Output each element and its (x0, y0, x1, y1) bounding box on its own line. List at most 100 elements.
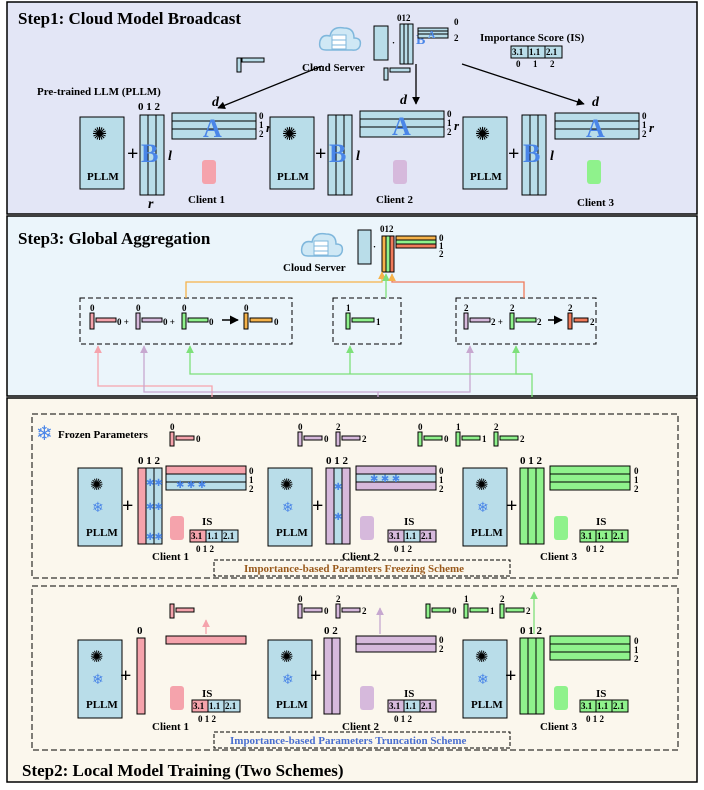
openai-icon: ✺ (475, 477, 488, 494)
freeze-client1-group: ✺ ❄ PLLM + 0 1 2 ✱✱ ✱✱ ✱✱ ✱ ✱ ✱ 012 IS 3… (77, 455, 254, 563)
svg-text:2.1: 2.1 (613, 531, 625, 541)
svg-text:0: 0 (249, 466, 254, 476)
svg-text:+: + (120, 665, 131, 687)
matrix-b (139, 114, 165, 196)
svg-text:2.1: 2.1 (421, 531, 433, 541)
cloud-server-icon (318, 26, 362, 51)
pllm-box (462, 467, 508, 547)
svg-text:2: 2 (520, 434, 525, 444)
svg-text:l: l (550, 149, 554, 164)
svg-text:2: 2 (439, 484, 444, 494)
svg-text:0: 0 (244, 303, 249, 313)
phone-icon (360, 516, 374, 540)
frozen-snippet-client2: 0 0 2 2 (297, 422, 367, 447)
svg-text:0: 0 (137, 625, 143, 637)
step1-client2-group: ✺ PLLM + B l A d 012 r Client 2 (269, 93, 460, 206)
svg-text:B: B (523, 139, 540, 168)
svg-text:2: 2 (550, 59, 555, 69)
svg-text:3.1: 3.1 (581, 701, 593, 711)
svg-text:2: 2 (439, 644, 444, 654)
snowflake-icon: ❄ (282, 501, 294, 516)
svg-text:IS: IS (404, 688, 414, 700)
svg-text:✱✱: ✱✱ (146, 532, 163, 543)
snowflake-icon: ❄ (92, 501, 104, 516)
svg-text:3.1: 3.1 (389, 701, 401, 711)
svg-text:1: 1 (464, 594, 469, 604)
svg-text:0: 0 (452, 606, 457, 616)
svg-text:2: 2 (500, 594, 505, 604)
svg-text:0 1 2: 0 1 2 (520, 625, 543, 637)
svg-text:✱✱: ✱✱ (146, 478, 163, 489)
svg-text:2.1: 2.1 (223, 531, 235, 541)
aggregate-box-rank2 (455, 297, 597, 345)
svg-text:+: + (122, 495, 133, 517)
svg-text:2: 2 (510, 303, 515, 313)
svg-text:2: 2 (259, 129, 264, 139)
svg-text:2: 2 (642, 129, 647, 139)
phone-icon (393, 160, 407, 184)
svg-text:2: 2 (634, 654, 639, 664)
svg-text:2: 2 (447, 127, 452, 137)
svg-text:Client 2: Client 2 (376, 194, 413, 206)
snowflake-icon: ❄ (282, 673, 294, 688)
svg-text:2.1: 2.1 (546, 47, 558, 57)
svg-text:0 1 2: 0 1 2 (394, 714, 413, 724)
svg-text:0: 0 (634, 466, 639, 476)
trunc-snippet-client2: 0 0 2 2 (297, 594, 367, 619)
svg-text:0: 0 (90, 303, 95, 313)
aggregate-box-rank1 (332, 297, 402, 345)
svg-text:0: 0 (642, 111, 647, 121)
phone-icon (554, 686, 568, 710)
svg-text:1: 1 (456, 422, 461, 432)
svg-text:1: 1 (439, 241, 444, 251)
broadcast-a-fragment-right (383, 67, 411, 81)
svg-text:1: 1 (490, 606, 495, 616)
svg-text:1: 1 (259, 120, 264, 130)
svg-text:0: 0 (259, 111, 264, 121)
frozen-snippet-client1: 0 0 (169, 422, 201, 447)
svg-text:PLLM: PLLM (470, 171, 502, 183)
importance-score-title: Importance Score (IS) (480, 32, 585, 44)
svg-text:+: + (312, 495, 323, 517)
svg-text:d: d (212, 95, 220, 110)
openai-icon: ✺ (475, 124, 490, 144)
svg-text:r: r (148, 197, 154, 212)
openai-icon: ✺ (282, 124, 297, 144)
svg-text:2: 2 (336, 422, 341, 432)
svg-text:1.1: 1.1 (597, 531, 609, 541)
svg-text:IS: IS (596, 516, 606, 528)
trunc-snippet-client1 (169, 603, 195, 619)
svg-text:0: 0 (274, 317, 279, 327)
svg-text:0 1 2: 0 1 2 (198, 714, 217, 724)
svg-text:d: d (592, 95, 600, 110)
svg-text:1: 1 (634, 475, 639, 485)
svg-text:✱✱: ✱✱ (146, 502, 163, 513)
matrix-a (554, 112, 640, 140)
svg-text:B: B (416, 33, 425, 48)
aggregated-lora-matrices: · 012 0 1 2 (357, 224, 444, 273)
importance-score-table: 3.1 1.1 2.1 0 1 2 (510, 45, 563, 69)
matrix-b (327, 114, 353, 196)
svg-text:2.1: 2.1 (225, 701, 237, 711)
svg-text:B: B (141, 139, 158, 168)
svg-text:+: + (506, 495, 517, 517)
svg-text:0 1 2: 0 1 2 (586, 714, 605, 724)
svg-text:1.1: 1.1 (405, 701, 417, 711)
svg-text:✱: ✱ (334, 482, 342, 493)
svg-text:l: l (356, 149, 360, 164)
step1-client3-group: ✺ PLLM + B l A d 012 r Client 3 (462, 95, 655, 209)
svg-text:3.1: 3.1 (193, 701, 205, 711)
svg-text:0: 0 (439, 233, 444, 243)
svg-text:IS: IS (596, 688, 606, 700)
svg-text:r: r (454, 118, 460, 133)
svg-text:1: 1 (642, 120, 647, 130)
snowflake-icon: ❄ (477, 673, 489, 688)
svg-text:3.1: 3.1 (191, 531, 203, 541)
svg-text:2: 2 (568, 303, 573, 313)
freeze-scheme-label-box (213, 559, 511, 577)
svg-text:A: A (203, 114, 222, 143)
rank0-aggregation: 0 0 + 0 0 + 0 0 0 0 (89, 303, 279, 330)
rank2-to-server-arrow (388, 273, 525, 298)
svg-text:0 1 2: 0 1 2 (138, 455, 161, 467)
